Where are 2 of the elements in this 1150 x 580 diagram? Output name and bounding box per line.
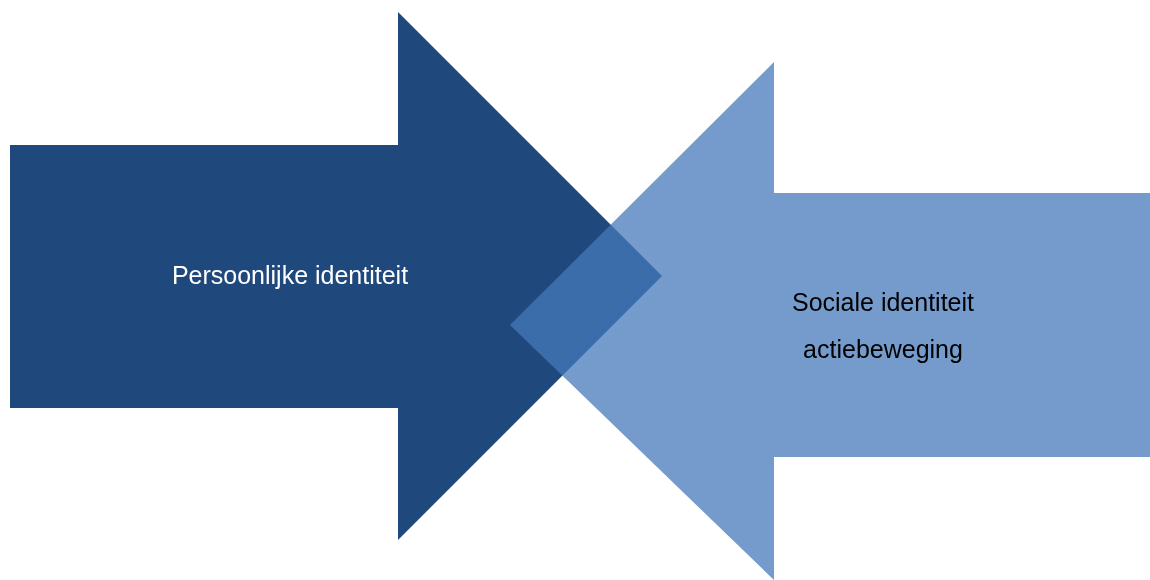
arrow-label: Persoonlijke identiteit xyxy=(170,260,410,291)
arrow-label: Sociale identiteit actiebeweging xyxy=(790,287,976,365)
